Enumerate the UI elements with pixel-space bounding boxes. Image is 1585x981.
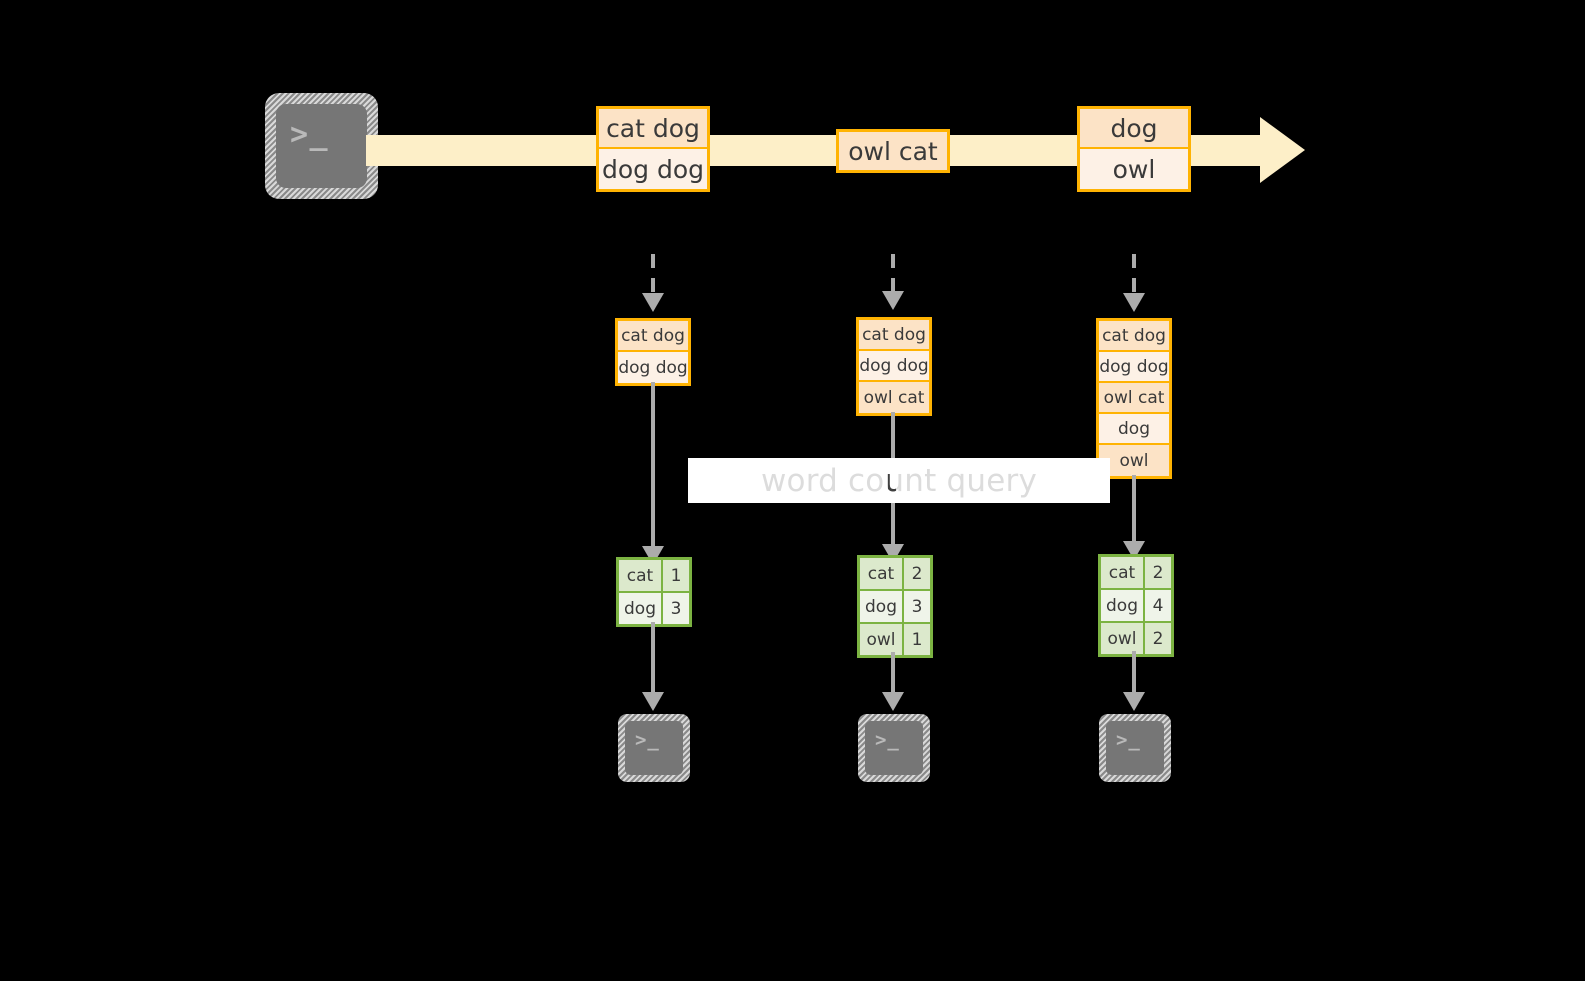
result-word: owl xyxy=(860,624,904,655)
dashed-connector-2-arrowhead xyxy=(882,291,904,310)
result-row: owl 2 xyxy=(1101,623,1171,654)
sink-terminal-1-screen: >_ xyxy=(625,721,683,775)
result-table-t3: cat 2 dog 4 owl 2 xyxy=(1098,554,1174,657)
accumulated-table-t3: cat dog dog dog owl cat dog owl xyxy=(1096,318,1172,479)
result-row: dog 3 xyxy=(860,591,930,624)
sink-connector-1-arrowhead xyxy=(642,692,664,711)
dashed-connector-3-arrowhead xyxy=(1123,293,1145,312)
source-terminal-screen: >_ xyxy=(276,104,367,188)
dashed-connector-1 xyxy=(651,254,655,298)
query-banner-veil-right xyxy=(896,458,1110,503)
sink-terminal-3: >_ xyxy=(1099,714,1171,782)
sink-connector-3-arrowhead xyxy=(1123,692,1145,711)
result-count: 2 xyxy=(1145,557,1171,588)
stream-batch-3: dog owl xyxy=(1077,106,1191,192)
dashed-connector-2 xyxy=(891,254,895,296)
accumulated-row: owl cat xyxy=(1099,383,1169,414)
dashed-connector-3 xyxy=(1132,254,1136,298)
result-word: cat xyxy=(619,560,663,591)
result-count: 3 xyxy=(904,591,930,622)
sink-terminal-2: >_ xyxy=(858,714,930,782)
stream-batch-2-row: owl cat xyxy=(839,132,947,170)
accumulated-row: owl cat xyxy=(859,382,929,413)
result-count: 2 xyxy=(904,558,930,589)
sink-terminal-1-prompt: >_ xyxy=(635,729,660,751)
sink-terminal-3-prompt: >_ xyxy=(1116,729,1141,751)
stream-batch-3-row: dog xyxy=(1080,109,1188,149)
stream-batch-1-row: cat dog xyxy=(599,109,707,149)
source-terminal-icon: >_ xyxy=(265,93,378,199)
query-connector-3 xyxy=(1132,475,1136,545)
result-count: 1 xyxy=(904,624,930,655)
sink-terminal-2-prompt: >_ xyxy=(875,729,900,751)
accumulated-row: dog dog xyxy=(1099,352,1169,383)
accumulated-row: dog dog xyxy=(618,352,688,383)
accumulated-row: cat dog xyxy=(859,320,929,351)
sink-terminal-3-screen: >_ xyxy=(1106,721,1164,775)
result-word: cat xyxy=(860,558,904,589)
result-count: 1 xyxy=(663,560,689,591)
result-row: dog 3 xyxy=(619,593,689,624)
sink-connector-3 xyxy=(1132,651,1136,695)
stream-batch-1: cat dog dog dog xyxy=(596,106,710,192)
source-terminal-prompt: >_ xyxy=(290,117,330,152)
sink-terminal-2-screen: >_ xyxy=(865,721,923,775)
accumulated-row: cat dog xyxy=(618,321,688,352)
result-row: owl 1 xyxy=(860,624,930,655)
accumulated-table-t1: cat dog dog dog xyxy=(615,318,691,386)
sink-connector-1 xyxy=(651,622,655,695)
query-connector-1 xyxy=(651,382,655,550)
result-row: cat 1 xyxy=(619,560,689,593)
stream-batch-1-row: dog dog xyxy=(599,149,707,189)
stream-batch-3-row: owl xyxy=(1080,149,1188,189)
result-table-t1: cat 1 dog 3 xyxy=(616,557,692,627)
result-word: cat xyxy=(1101,557,1145,588)
result-word: dog xyxy=(619,593,663,624)
accumulated-row: dog dog xyxy=(859,351,929,382)
sink-connector-2 xyxy=(891,652,895,695)
result-count: 4 xyxy=(1145,590,1171,621)
result-row: cat 2 xyxy=(860,558,930,591)
result-count: 2 xyxy=(1145,623,1171,654)
dashed-connector-1-arrowhead xyxy=(642,293,664,312)
result-word: dog xyxy=(860,591,904,622)
result-word: dog xyxy=(1101,590,1145,621)
stream-batch-2: owl cat xyxy=(836,129,950,173)
accumulated-table-t2: cat dog dog dog owl cat xyxy=(856,317,932,416)
result-word: owl xyxy=(1101,623,1145,654)
result-row: cat 2 xyxy=(1101,557,1171,590)
query-banner-veil-left xyxy=(688,458,888,503)
sink-connector-2-arrowhead xyxy=(882,692,904,711)
accumulated-row: owl xyxy=(1099,445,1169,476)
sink-terminal-1: >_ xyxy=(618,714,690,782)
accumulated-row: dog xyxy=(1099,414,1169,445)
stream-arrowhead xyxy=(1260,117,1305,183)
result-count: 3 xyxy=(663,593,689,624)
accumulated-row: cat dog xyxy=(1099,321,1169,352)
result-row: dog 4 xyxy=(1101,590,1171,623)
result-table-t2: cat 2 dog 3 owl 1 xyxy=(857,555,933,658)
